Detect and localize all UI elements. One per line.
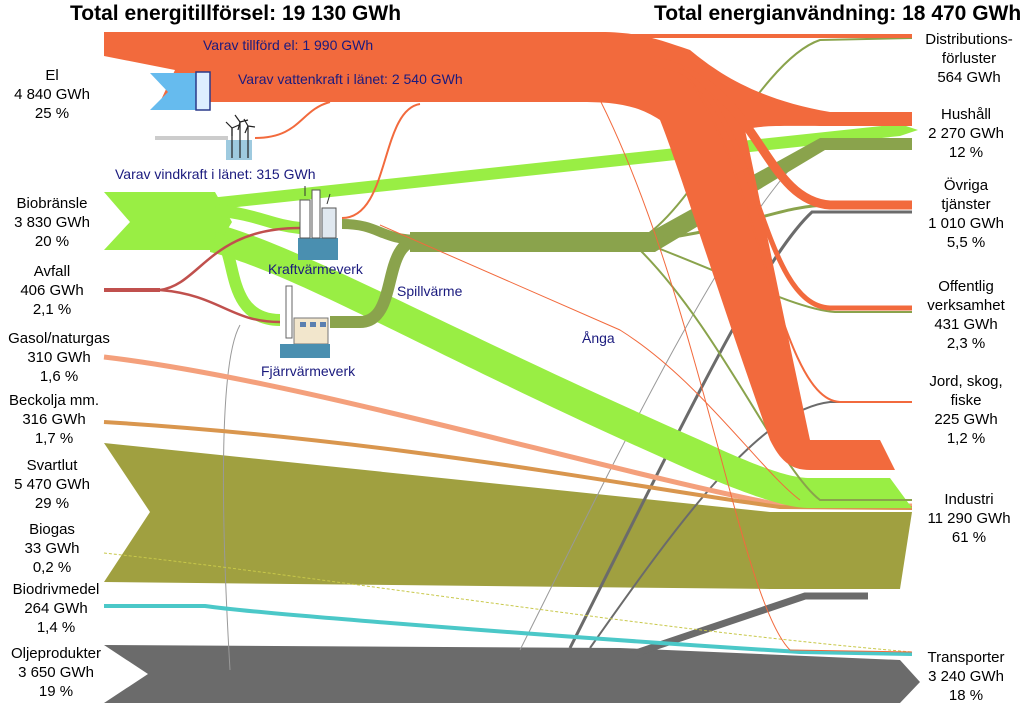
wind-turbine-icon	[225, 114, 256, 160]
flow-bio-source	[104, 192, 232, 250]
flow-el-offentlig	[678, 67, 912, 311]
supply-total-title: Total energitillförsel: 19 130 GWh	[70, 2, 402, 25]
hydro-annotation: Varav vattenkraft i länet: 2 540 GWh	[238, 71, 463, 87]
district-heating-plant-icon	[280, 285, 330, 358]
flow-bio-chp	[214, 204, 301, 234]
flow-olja-transporter	[104, 645, 920, 703]
flow-wind	[254, 101, 331, 139]
flow-olja-thin2	[222, 324, 241, 671]
steam-label: Ånga	[582, 330, 615, 346]
flow-el-jord	[689, 79, 912, 403]
power-plant-icon	[298, 186, 338, 260]
flow-bio-industri	[210, 222, 912, 508]
use-total-title: Total energianvändning: 18 470 GWh	[654, 2, 1022, 25]
flow-el-main	[104, 32, 912, 470]
waste-heat-label: Spillvärme	[397, 283, 463, 299]
flow-biodrivmedel-transporter	[104, 604, 913, 656]
flow-heat-offentlig	[649, 244, 912, 313]
flow-el-thin1	[599, 99, 913, 653]
flow-olja-industri	[628, 592, 868, 659]
wind-annotation: Varav vindkraft i länet: 315 GWh	[115, 166, 316, 182]
flow-svartlut-industri	[104, 443, 912, 589]
flow-olja-hushall	[568, 210, 912, 649]
flow-gasol-industri	[103, 354, 913, 509]
flow-el-thin2	[379, 224, 801, 501]
flow-chp-el	[341, 103, 421, 219]
flow-el-import-arrow	[104, 32, 200, 56]
hydro-dam-icon	[150, 71, 211, 111]
chp-label: Kraftvärmeverk	[268, 261, 363, 277]
flow-avfall-chp	[159, 226, 301, 292]
el-import-annotation: Varav tillförd el: 1 990 GWh	[203, 37, 374, 53]
flow-dh-heat	[330, 234, 421, 328]
flow-avfall-dh	[159, 288, 281, 324]
flow-biogas	[103, 552, 913, 653]
flow-bio-dh	[213, 232, 281, 326]
dh-plant-label: Fjärrvärmeverk	[261, 363, 356, 379]
flow-el-ovriga	[649, 55, 912, 210]
flow-heat-trunk	[410, 138, 912, 252]
